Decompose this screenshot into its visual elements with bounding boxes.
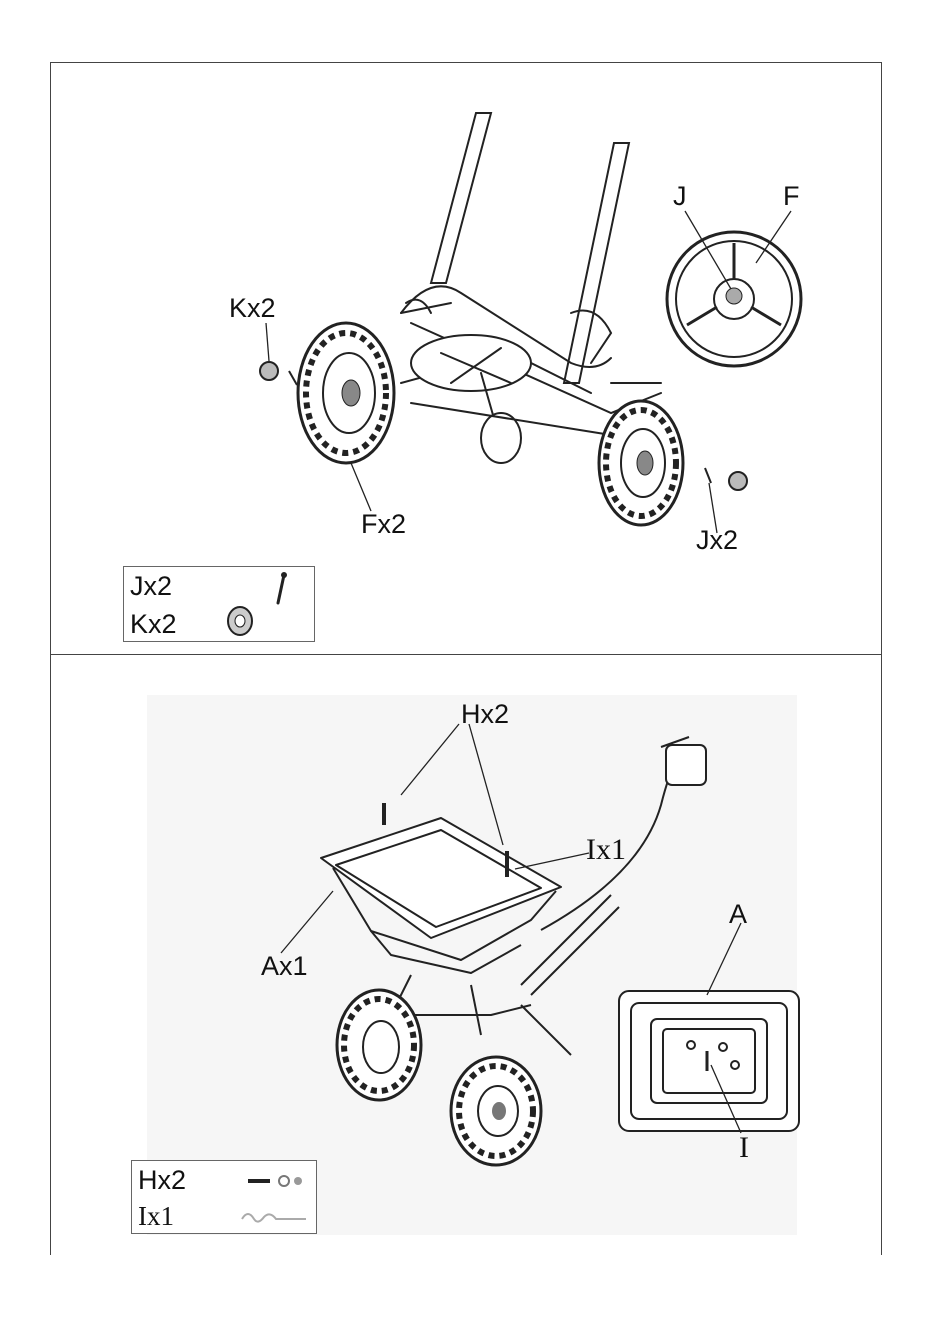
detail-label-i: I — [739, 1133, 749, 1163]
legend-row-label: Kx2 — [130, 611, 177, 638]
legend-row-label: Ix1 — [138, 1203, 174, 1230]
parts-legend: Hx2 Ix1 — [131, 1160, 317, 1234]
detail-label-f: F — [783, 183, 800, 210]
assembly-step-wheels-panel: Kx2 Fx2 Jx2 J F Jx2 Kx2 — [50, 62, 882, 656]
left-wheel — [298, 323, 394, 463]
detail-label-a: A — [729, 901, 747, 928]
bolt-washer-nut-icon — [244, 1169, 308, 1193]
cable-clip-icon — [236, 1205, 316, 1229]
legend-row-label: Jx2 — [130, 573, 172, 600]
callout-kx2: Kx2 — [229, 295, 276, 322]
parts-legend: Jx2 Kx2 — [123, 566, 315, 642]
hopper-top-detail-view — [619, 991, 799, 1131]
wheel-cap-icon — [222, 603, 262, 639]
pin-icon — [264, 569, 304, 609]
wheel-detail-view — [667, 232, 801, 366]
callout-hx2: Hx2 — [461, 701, 509, 728]
callout-jx2: Jx2 — [696, 527, 738, 554]
hopper-left-wheel — [337, 990, 421, 1100]
hopper-right-wheel — [451, 1057, 541, 1165]
legend-row-label: Hx2 — [138, 1167, 186, 1194]
assembly-step-hopper-panel: Hx2 Ix1 Ax1 A I Hx2 Ix1 — [50, 654, 882, 1255]
callout-ix1: Ix1 — [586, 835, 626, 865]
right-wheel — [599, 401, 683, 525]
callout-ax1: Ax1 — [261, 953, 308, 980]
callout-fx2: Fx2 — [361, 511, 406, 538]
detail-label-j: J — [673, 183, 687, 210]
